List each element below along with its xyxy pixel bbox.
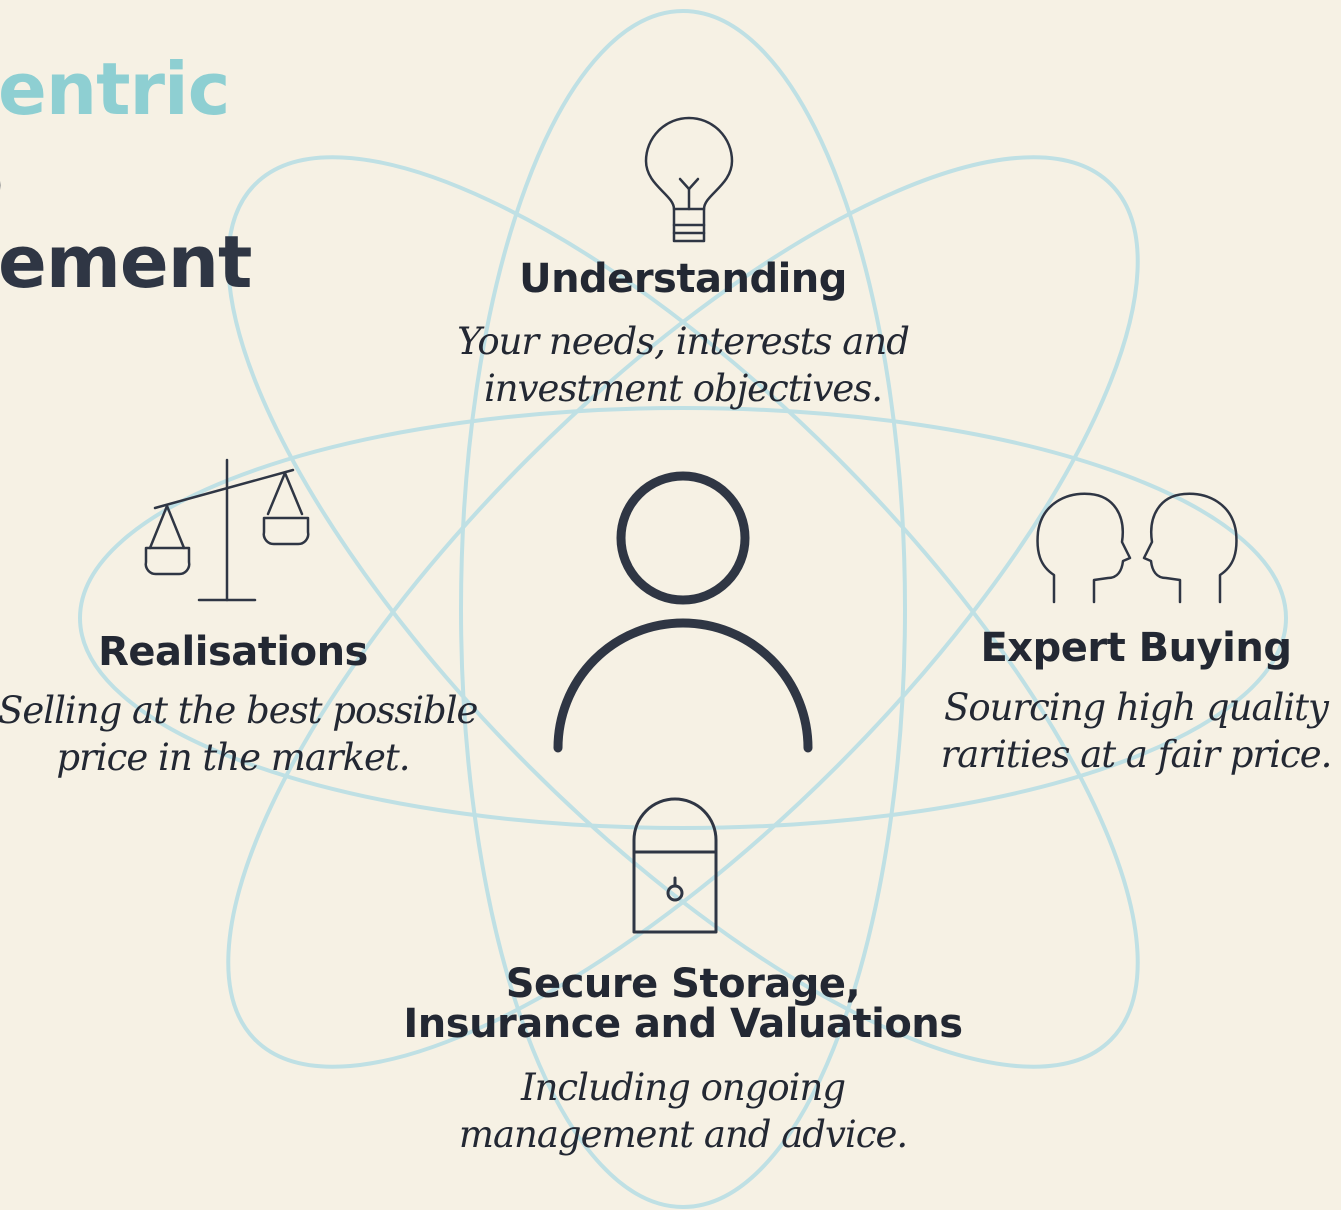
- realisations-description: Selling at the best possible price in th…: [0, 687, 478, 781]
- expert-buying-desc-line-1: Sourcing high quality: [944, 686, 1329, 729]
- secure-storage-title: Secure Storage, Insurance and Valuations: [283, 964, 1083, 1044]
- heading-line-3: ement: [0, 220, 252, 304]
- secure-storage-title-line-1: Secure Storage,: [505, 961, 861, 1007]
- secure-storage-desc-line-1: Including ongoing: [520, 1066, 846, 1109]
- understanding-description: Your needs, interests and investment obj…: [383, 318, 983, 412]
- orbit-horizontal: [78, 406, 1288, 830]
- orbit-vertical: [459, 9, 907, 1209]
- understanding-desc-line-2: investment objectives.: [483, 367, 883, 410]
- understanding-title: Understanding: [519, 256, 847, 302]
- heading-line-1: entric: [0, 47, 230, 131]
- lightbulb-icon: [644, 116, 734, 243]
- heading-line-2: o: [0, 138, 3, 222]
- understanding-desc-line-1: Your needs, interests and: [457, 320, 910, 363]
- expert-buying-desc-line-2: rarities at a fair price.: [940, 733, 1333, 776]
- expert-buying-description: Sourcing high quality rarities at a fair…: [921, 684, 1341, 778]
- secure-storage-desc-line-2: management and advice.: [458, 1113, 908, 1156]
- secure-storage-description: Including ongoing management and advice.: [383, 1064, 983, 1158]
- scales-icon: [144, 458, 310, 602]
- orbit-diagonal-left: [226, 155, 1140, 1069]
- safe-icon: [632, 797, 718, 934]
- realisations-desc-line-1: Selling at the best possible: [0, 689, 478, 732]
- realisations-title: Realisations: [98, 629, 368, 675]
- orbit-diagonal-right: [226, 155, 1140, 1069]
- person-icon: [553, 471, 813, 753]
- expert-buying-title: Expert Buying: [980, 625, 1292, 671]
- secure-storage-title-line-2: Insurance and Valuations: [403, 1001, 963, 1047]
- realisations-desc-line-2: price in the market.: [56, 736, 410, 779]
- heads-icon: [1036, 492, 1238, 604]
